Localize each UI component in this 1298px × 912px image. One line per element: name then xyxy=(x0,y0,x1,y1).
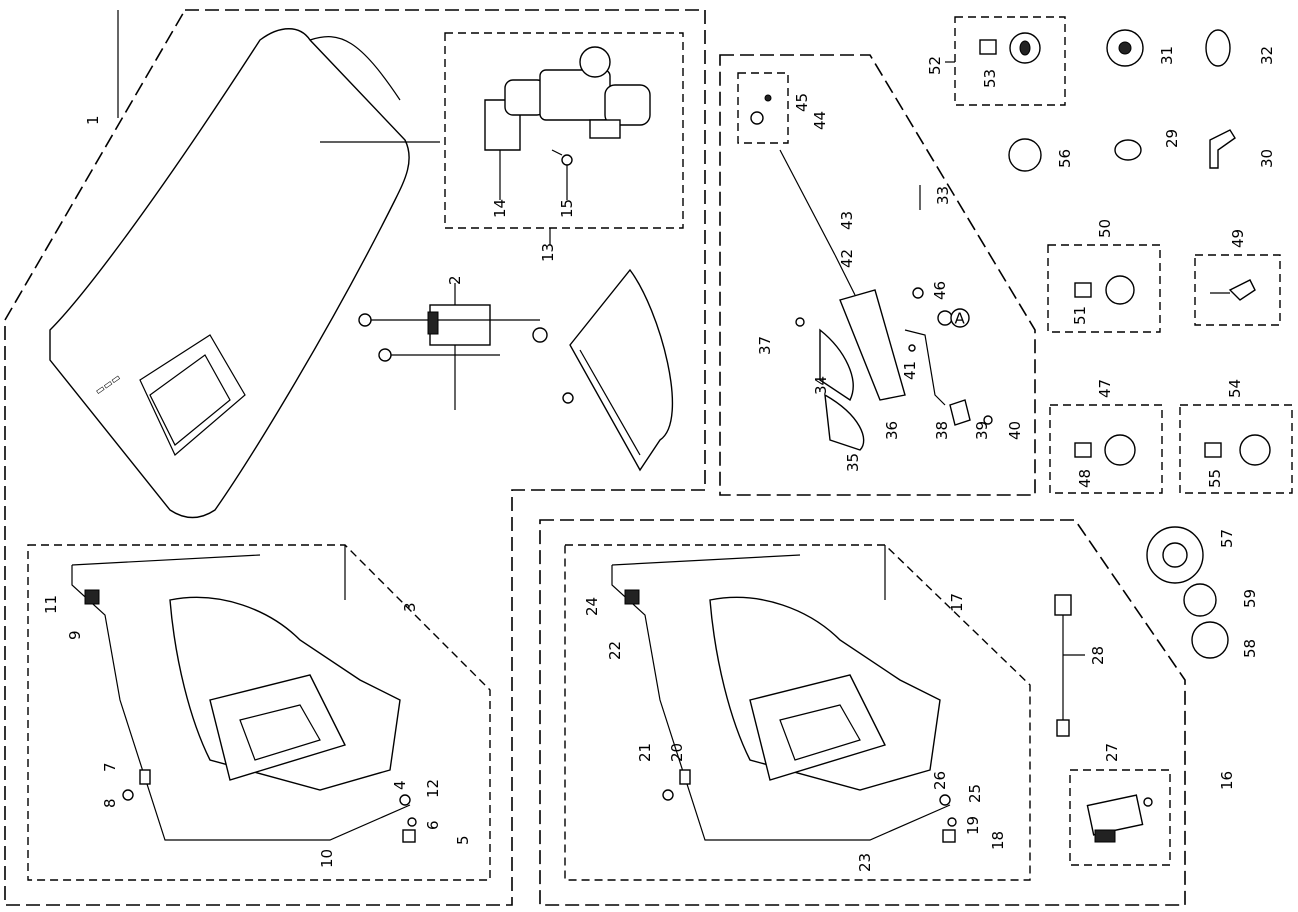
label-11: 11 xyxy=(42,595,60,614)
label-45: 45 xyxy=(793,93,811,112)
label-10: 10 xyxy=(318,849,336,868)
label-21: 21 xyxy=(636,743,654,762)
label-19: 19 xyxy=(964,816,982,835)
label-25: 25 xyxy=(966,784,984,803)
label-34: 34 xyxy=(812,376,830,395)
part-48-drawing xyxy=(1074,434,1136,466)
part-29-drawing xyxy=(1114,139,1142,161)
label-39: 39 xyxy=(973,421,991,440)
lifter-mechanism-drawing xyxy=(358,304,548,410)
label-41: 41 xyxy=(901,361,919,380)
label-33: 33 xyxy=(934,186,952,205)
label-36: 36 xyxy=(883,421,901,440)
reference-mark-a: A xyxy=(950,308,970,328)
group-49-box xyxy=(1194,254,1281,326)
group-13-box xyxy=(444,32,684,229)
label-56: 56 xyxy=(1056,149,1074,168)
label-4: 4 xyxy=(391,780,409,790)
label-40: 40 xyxy=(1006,421,1024,440)
label-22: 22 xyxy=(606,641,624,660)
label-9: 9 xyxy=(66,630,84,640)
label-3: 3 xyxy=(401,602,419,612)
label-50: 50 xyxy=(1096,219,1114,238)
label-26: 26 xyxy=(931,771,949,790)
label-8: 8 xyxy=(101,798,119,808)
group-50-box xyxy=(1047,244,1161,333)
part-labels: 1 2 3 4 5 6 7 8 9 10 11 12 13 14 15 16 1… xyxy=(42,46,1276,872)
part-55-drawing xyxy=(1204,434,1271,466)
group-17-outline xyxy=(564,544,1031,881)
group-1-outline xyxy=(4,9,706,906)
label-53: 53 xyxy=(981,69,999,88)
part-56-drawing xyxy=(1008,138,1042,172)
group-27-box xyxy=(1069,769,1171,866)
label-58: 58 xyxy=(1241,639,1259,658)
cable-28-drawing xyxy=(1054,594,1072,737)
group-16-outline xyxy=(539,519,1186,906)
label-37: 37 xyxy=(756,336,774,355)
label-7: 7 xyxy=(101,762,119,772)
label-30: 30 xyxy=(1258,149,1276,168)
part-30-drawing xyxy=(1209,129,1236,169)
label-57: 57 xyxy=(1218,529,1236,548)
pedal-plate-drawing xyxy=(562,268,674,472)
label-29: 29 xyxy=(1163,129,1181,148)
part-31-drawing xyxy=(1106,29,1144,67)
switch-27-drawing xyxy=(1086,794,1153,843)
label-17: 17 xyxy=(948,593,966,612)
label-54: 54 xyxy=(1226,379,1244,398)
part-53-drawing xyxy=(979,32,1041,64)
label-59: 59 xyxy=(1241,589,1259,608)
label-42: 42 xyxy=(838,249,856,268)
label-16: 16 xyxy=(1218,771,1236,790)
label-23: 23 xyxy=(856,853,874,872)
label-46: 46 xyxy=(931,281,949,300)
table-top-drawing: ▭▭▭ xyxy=(49,28,410,519)
label-43: 43 xyxy=(838,211,856,230)
label-20: 20 xyxy=(668,743,686,762)
label-24: 24 xyxy=(583,597,601,616)
label-2: 2 xyxy=(446,275,464,285)
machine-head-drawing-17 xyxy=(611,554,957,843)
label-14: 14 xyxy=(491,199,509,218)
label-12: 12 xyxy=(424,779,442,798)
label-51: 51 xyxy=(1071,306,1089,325)
label-47: 47 xyxy=(1096,379,1114,398)
label-44: 44 xyxy=(811,111,829,130)
guide-assembly-drawing xyxy=(750,94,993,451)
part-51-drawing xyxy=(1074,275,1135,305)
part-49-drawing xyxy=(1210,279,1256,301)
label-5: 5 xyxy=(454,835,472,845)
label-15: 15 xyxy=(558,199,576,218)
label-28: 28 xyxy=(1089,646,1107,665)
label-6: 6 xyxy=(424,820,442,830)
label-1: 1 xyxy=(84,115,102,125)
label-32: 32 xyxy=(1258,46,1276,65)
group-54-box xyxy=(1179,404,1293,494)
group-47-box xyxy=(1049,404,1163,494)
group-52-box xyxy=(954,16,1066,106)
label-49: 49 xyxy=(1229,229,1247,248)
machine-head-drawing-3 xyxy=(71,554,417,843)
bobbin-case-drawing xyxy=(1146,526,1229,659)
label-13: 13 xyxy=(539,243,557,262)
group-3-outline xyxy=(27,544,491,881)
svg-text:A: A xyxy=(955,310,966,328)
label-55: 55 xyxy=(1206,469,1224,488)
label-38: 38 xyxy=(933,421,951,440)
label-52: 52 xyxy=(926,56,944,75)
part-32-drawing xyxy=(1205,29,1231,67)
label-35: 35 xyxy=(844,453,862,472)
group-33-outline xyxy=(719,54,1036,496)
label-27: 27 xyxy=(1103,743,1121,762)
group-44-box xyxy=(737,72,789,144)
label-31: 31 xyxy=(1158,46,1176,65)
label-18: 18 xyxy=(989,831,1007,850)
air-regulator-drawing xyxy=(484,46,651,166)
label-48: 48 xyxy=(1076,469,1094,488)
